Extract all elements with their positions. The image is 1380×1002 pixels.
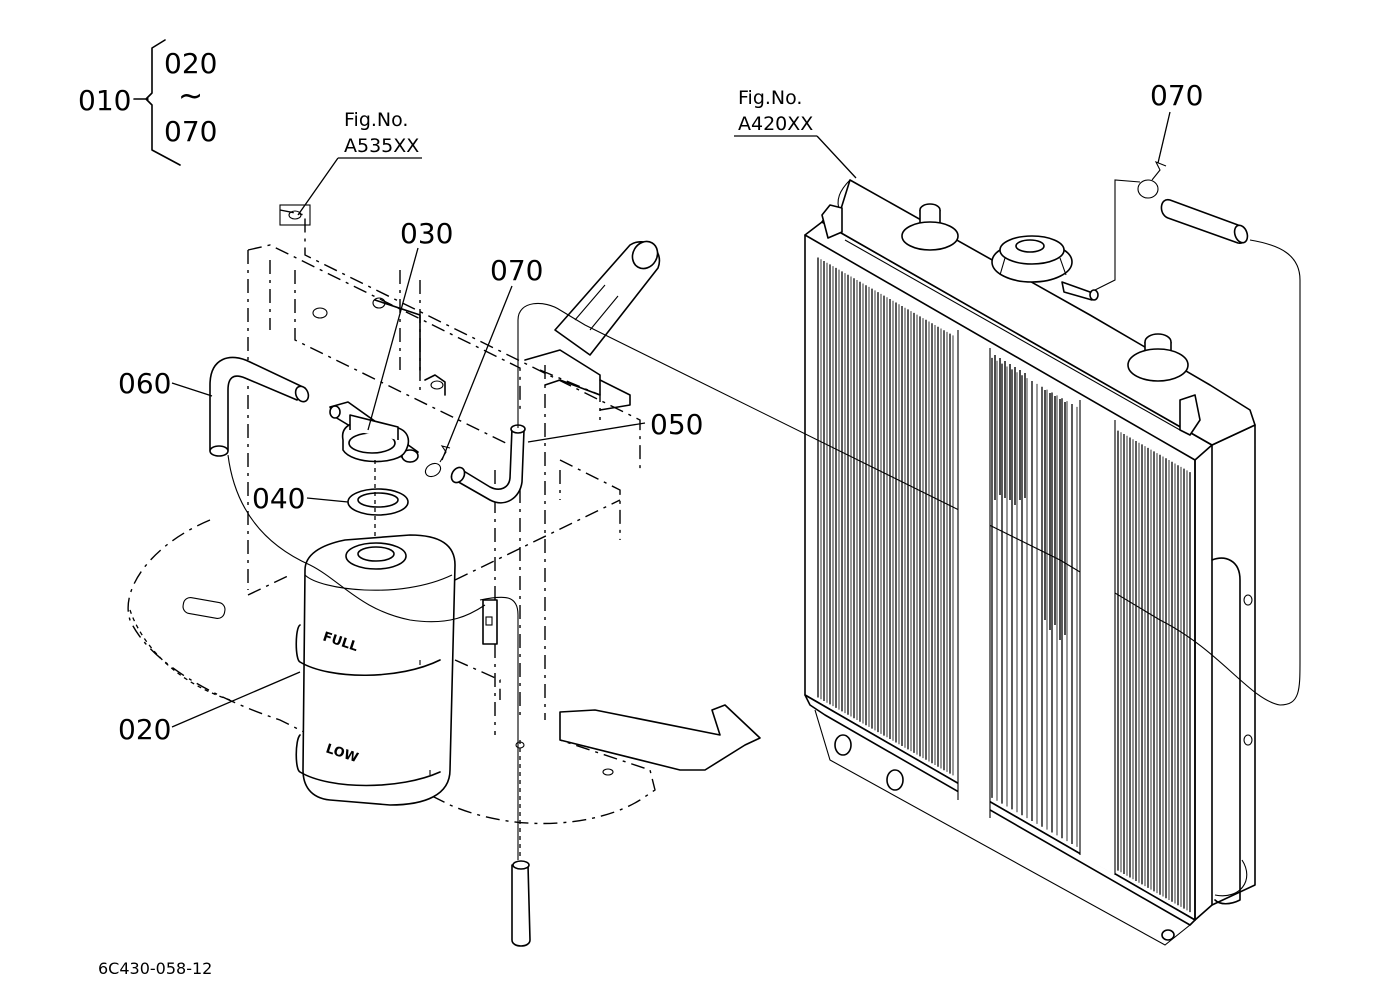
callout-020-range: 020 — [164, 47, 217, 80]
tank-hose-060 — [209, 356, 310, 457]
callout-010: 010 — [78, 84, 131, 117]
gasket-040 — [347, 488, 409, 516]
callout-070-range: 070 — [164, 115, 217, 148]
svg-text:A535XX: A535XX — [344, 135, 419, 157]
figure-ref-left: Fig.No. A535XX — [297, 109, 422, 216]
svg-text:Fig.No.: Fig.No. — [738, 87, 802, 109]
assembly-range-bracket: 010 020 ~ 070 — [78, 39, 217, 166]
figure-ref-right: Fig.No. A420XX — [734, 87, 857, 179]
lever-handle — [524, 240, 661, 396]
document-id: 6C430-058-12 — [98, 959, 212, 978]
callout-070-right: 070 — [1150, 79, 1203, 112]
range-tilde: ~ — [178, 79, 203, 114]
callout-030: 030 — [400, 217, 453, 250]
floor-plate — [127, 519, 761, 825]
callout-050: 050 — [650, 408, 703, 441]
radiator-core-fins — [817, 257, 1191, 913]
reserve-tank-020: FULL LOW — [295, 534, 456, 806]
svg-text:Fig.No.: Fig.No. — [344, 109, 408, 131]
callout-070-left: 070 — [490, 254, 543, 287]
callout-020: 020 — [118, 713, 171, 746]
hose-routing-line — [227, 454, 486, 623]
svg-text:A420XX: A420XX — [738, 113, 813, 135]
tank-cap-030 — [329, 401, 419, 463]
radiator-assembly — [804, 179, 1256, 946]
radiator-hose-and-clip-070 — [1094, 160, 1249, 291]
callout-060: 060 — [118, 367, 171, 400]
overflow-hose-050 — [450, 239, 1301, 947]
callout-040: 040 — [252, 482, 305, 515]
callout-labels: 030 070 060 050 040 020 070 — [118, 79, 1203, 746]
